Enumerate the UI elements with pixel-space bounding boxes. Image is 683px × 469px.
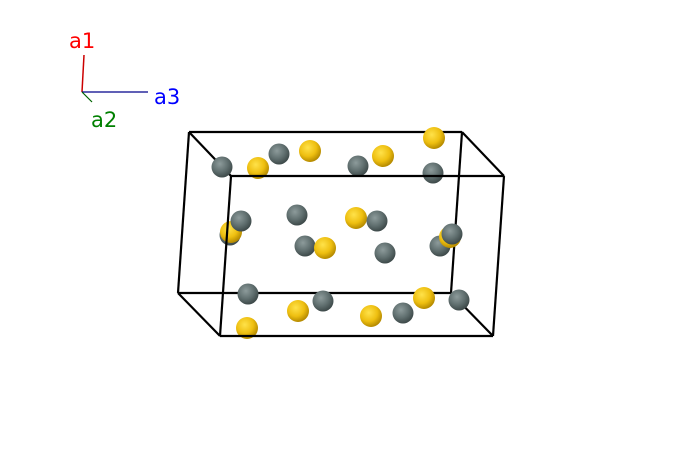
cell-edge: [491, 175, 506, 337]
atom-grey[interactable]: [441, 223, 463, 245]
cell-edge: [461, 131, 505, 177]
axis-a1: [81, 54, 85, 93]
atom-yellow[interactable]: [360, 305, 382, 327]
cell-edge: [176, 131, 191, 294]
atom-grey[interactable]: [230, 210, 252, 232]
atom-grey[interactable]: [286, 204, 308, 226]
atom-yellow[interactable]: [287, 300, 309, 322]
atom-yellow[interactable]: [236, 317, 258, 339]
unit-cell-front: [218, 174, 506, 338]
atom-yellow[interactable]: [299, 140, 321, 162]
atoms: [211, 127, 470, 339]
atom-grey[interactable]: [422, 162, 444, 184]
atom-grey[interactable]: [211, 156, 233, 178]
axis-triad: a1 a3 a2: [69, 29, 180, 132]
axis-a3-label: a3: [154, 85, 180, 109]
cell-edge: [218, 175, 233, 337]
atom-yellow[interactable]: [372, 145, 394, 167]
atom-yellow[interactable]: [247, 157, 269, 179]
atom-yellow[interactable]: [314, 237, 336, 259]
axis-a2-label: a2: [91, 108, 117, 132]
atom-grey[interactable]: [448, 289, 470, 311]
atom-yellow[interactable]: [345, 207, 367, 229]
atom-grey[interactable]: [366, 210, 388, 232]
atom-grey[interactable]: [237, 283, 259, 305]
atom-grey[interactable]: [268, 143, 290, 165]
cell-edge: [449, 131, 464, 294]
atom-grey[interactable]: [312, 290, 334, 312]
atom-yellow[interactable]: [413, 287, 435, 309]
axis-a1-label: a1: [69, 29, 95, 53]
axis-a2: [81, 91, 93, 103]
atom-grey[interactable]: [392, 302, 414, 324]
atom-grey[interactable]: [347, 155, 369, 177]
atom-yellow[interactable]: [423, 127, 445, 149]
atom-grey[interactable]: [294, 235, 316, 257]
cell-edge: [177, 292, 221, 337]
atom-grey[interactable]: [374, 242, 396, 264]
